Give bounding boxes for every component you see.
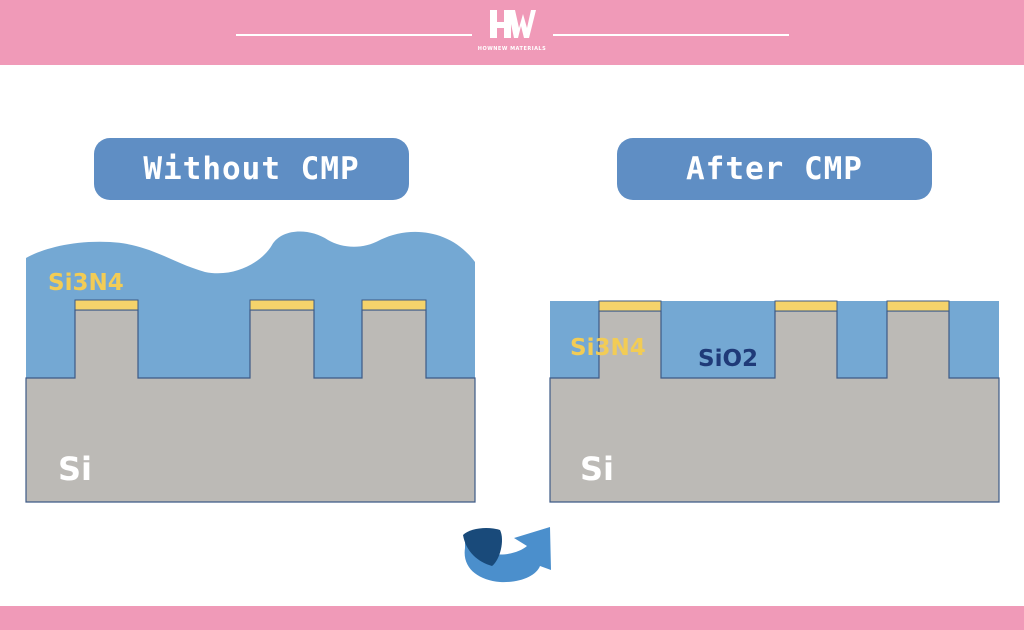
right-sio2-label: SiO2 — [698, 346, 758, 372]
brand-logo: HOWNEW MATERIALS — [472, 8, 552, 56]
hw-logo-icon — [490, 10, 536, 38]
header-divider-right — [553, 34, 789, 36]
curved-arrow-icon — [463, 527, 551, 583]
right-nitride-cap-1 — [598, 300, 662, 312]
after-cmp-cross-section: Si3N4 SiO2 Si — [549, 300, 1000, 503]
left-nitride-cap-2 — [249, 299, 315, 311]
right-nitride-cap-3 — [886, 300, 950, 312]
after-cmp-title: After CMP — [617, 138, 932, 200]
without-cmp-cross-section: Si3N4 Si — [25, 231, 476, 503]
left-si-substrate — [25, 309, 476, 503]
right-si-label: Si — [580, 450, 614, 488]
right-nitride-cap-2 — [774, 300, 838, 312]
footer-band — [0, 606, 1024, 630]
left-si3n4-label: Si3N4 — [48, 270, 124, 296]
without-cmp-title: Without CMP — [94, 138, 409, 200]
brand-logo-text: HOWNEW MATERIALS — [477, 46, 547, 52]
left-si-label: Si — [58, 450, 92, 488]
left-nitride-cap-3 — [361, 299, 427, 311]
header-divider-left — [236, 34, 472, 36]
left-nitride-cap-1 — [74, 299, 139, 311]
right-si3n4-label: Si3N4 — [570, 335, 646, 361]
